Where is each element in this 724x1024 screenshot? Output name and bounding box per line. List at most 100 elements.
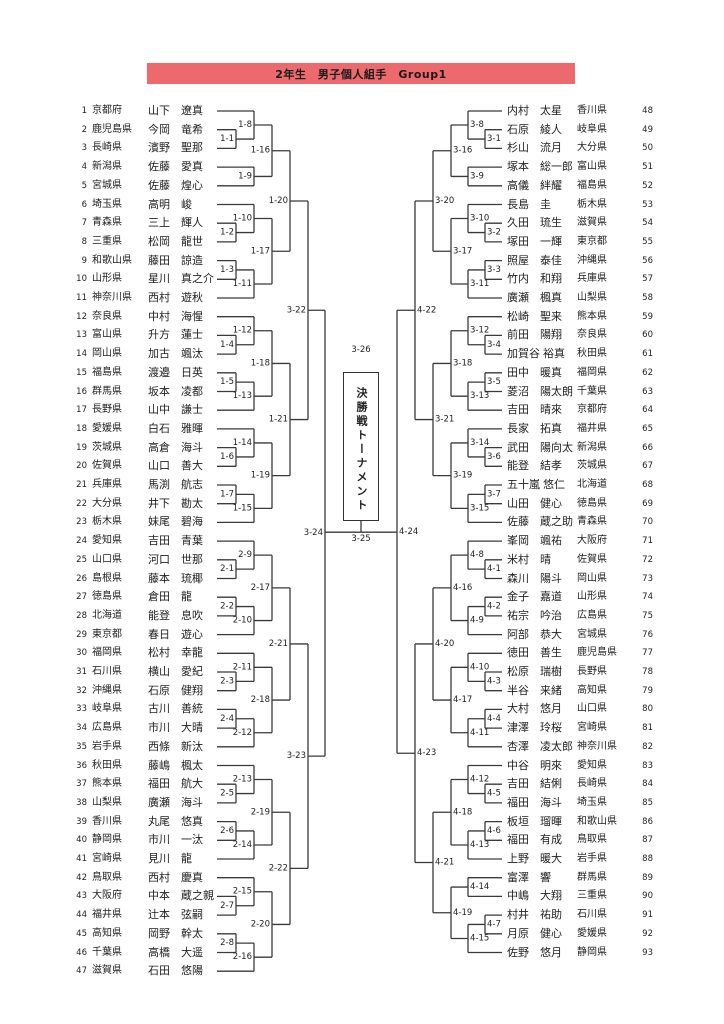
player-given-name: 絆耀 xyxy=(540,178,562,192)
player-name: 加賀谷裕真 xyxy=(507,346,565,362)
player-number: 26 xyxy=(76,573,87,584)
player-given-name: 海斗 xyxy=(540,795,562,809)
player-prefecture: 福井県 xyxy=(92,909,122,921)
player-name: 福田航大 xyxy=(148,776,203,792)
player-number: 92 xyxy=(642,928,653,939)
player-number: 37 xyxy=(76,779,87,790)
player-prefecture: 奈良県 xyxy=(92,310,122,322)
player-given-name: 陽斗 xyxy=(540,571,562,585)
player-number: 76 xyxy=(642,629,653,640)
match-label: 2-10 xyxy=(233,616,252,626)
player-prefecture: 兵庫県 xyxy=(577,273,607,285)
player-number: 91 xyxy=(642,910,653,921)
player-given-name: 健翔 xyxy=(181,683,203,697)
player-prefecture: 秋田県 xyxy=(577,348,607,360)
player-prefecture: 岐阜県 xyxy=(92,703,122,715)
match-label: 3-21 xyxy=(435,415,454,425)
player-surname: 塚田 xyxy=(507,234,529,248)
player-name: 藤田諒造 xyxy=(148,253,203,269)
player-surname: 妹尾 xyxy=(148,515,170,529)
player-surname: 藤田 xyxy=(148,253,170,267)
player-number: 34 xyxy=(76,723,87,734)
player-given-name: 凌都 xyxy=(181,384,203,398)
player-prefecture: 香川県 xyxy=(577,105,607,116)
player-number: 53 xyxy=(642,199,653,210)
player-number: 24 xyxy=(76,536,87,547)
player-prefecture: 兵庫県 xyxy=(92,479,122,490)
match-label: 1-16 xyxy=(251,146,270,156)
player-surname: 菱沼 xyxy=(507,384,529,398)
match-label: 2-16 xyxy=(233,952,252,962)
player-name: 西村遊秋 xyxy=(148,290,203,306)
player-surname: 松岡 xyxy=(148,234,170,248)
player-given-name: 蔵之親 xyxy=(181,889,214,903)
player-number: 43 xyxy=(76,891,87,902)
player-name: 富澤響 xyxy=(507,870,551,886)
player-name: 峯岡颯祐 xyxy=(507,533,562,549)
player-name: 能登息吹 xyxy=(148,608,203,624)
player-number: 70 xyxy=(642,517,653,528)
match-label: 3-22 xyxy=(287,305,306,315)
match-label: 2-7 xyxy=(220,901,234,911)
player-number: 3 xyxy=(81,143,87,154)
player-prefecture: 広島県 xyxy=(577,609,607,621)
match-label: 4-12 xyxy=(470,775,489,785)
match-label: 4-7 xyxy=(487,919,501,929)
player-name: 杉山流月 xyxy=(507,140,562,156)
player-surname: 渡邉 xyxy=(148,365,170,379)
player-prefecture: 宮崎県 xyxy=(577,722,607,734)
player-surname: 津澤 xyxy=(507,721,529,735)
player-name: 月原健心 xyxy=(507,926,562,942)
match-label: 2-5 xyxy=(220,789,234,799)
player-number: 90 xyxy=(642,891,653,902)
player-given-name: 新汰 xyxy=(181,739,203,753)
player-given-name: 楓太 xyxy=(181,758,203,772)
player-given-name: 遼真 xyxy=(181,104,203,117)
match-label: 1-18 xyxy=(251,358,270,368)
player-given-name: 海斗 xyxy=(181,795,203,809)
player-name: 横山愛紀 xyxy=(148,664,203,680)
player-name: 石田悠陽 xyxy=(148,963,203,979)
player-prefecture: 北海道 xyxy=(92,609,122,621)
player-number: 33 xyxy=(76,704,87,715)
player-prefecture: 鹿児島県 xyxy=(577,647,617,659)
match-label: 1-7 xyxy=(220,489,234,499)
player-number: 84 xyxy=(642,779,653,790)
player-surname: 能登 xyxy=(507,459,529,473)
player-given-name: 聖来 xyxy=(540,309,562,323)
player-surname: 前田 xyxy=(507,328,529,342)
player-name: 高明峻 xyxy=(148,197,192,213)
player-surname: 山口 xyxy=(148,459,170,473)
player-number: 64 xyxy=(642,405,653,416)
player-number: 41 xyxy=(76,854,87,864)
player-number: 49 xyxy=(642,124,653,135)
player-number: 75 xyxy=(642,610,653,621)
player-name: 高倉海斗 xyxy=(148,440,203,456)
player-name: 倉田龍 xyxy=(148,589,192,605)
player-number: 42 xyxy=(76,872,87,883)
match-label: 1-3 xyxy=(220,265,234,275)
player-name: 妹尾碧海 xyxy=(148,514,203,530)
player-prefecture: 島根県 xyxy=(92,572,122,584)
player-given-name: 健心 xyxy=(540,496,562,510)
player-given-name: 竜希 xyxy=(181,122,203,136)
player-given-name: 健心 xyxy=(540,926,562,940)
player-prefecture: 滋賀県 xyxy=(577,217,607,229)
player-name: 吉田青葉 xyxy=(148,533,203,549)
player-surname: 古川 xyxy=(148,702,170,716)
player-given-name: 弦嗣 xyxy=(181,908,203,922)
player-prefecture: 宮崎県 xyxy=(92,853,122,864)
player-name: 佐藤蔵之助 xyxy=(507,514,573,530)
player-prefecture: 沖縄県 xyxy=(92,684,122,696)
match-label: 2-13 xyxy=(233,775,252,785)
player-given-name: 暖真 xyxy=(540,365,562,379)
player-name: 福田海斗 xyxy=(507,795,562,811)
player-name: 森川陽斗 xyxy=(507,571,562,587)
player-surname: 大村 xyxy=(507,702,529,716)
player-number: 73 xyxy=(642,573,653,584)
player-name: 半谷来緒 xyxy=(507,683,562,699)
match-label: 4-19 xyxy=(453,908,472,918)
player-name: 市川一汰 xyxy=(148,832,203,848)
match-label: 3-17 xyxy=(453,246,472,256)
player-name: 井下勘太 xyxy=(148,496,203,512)
